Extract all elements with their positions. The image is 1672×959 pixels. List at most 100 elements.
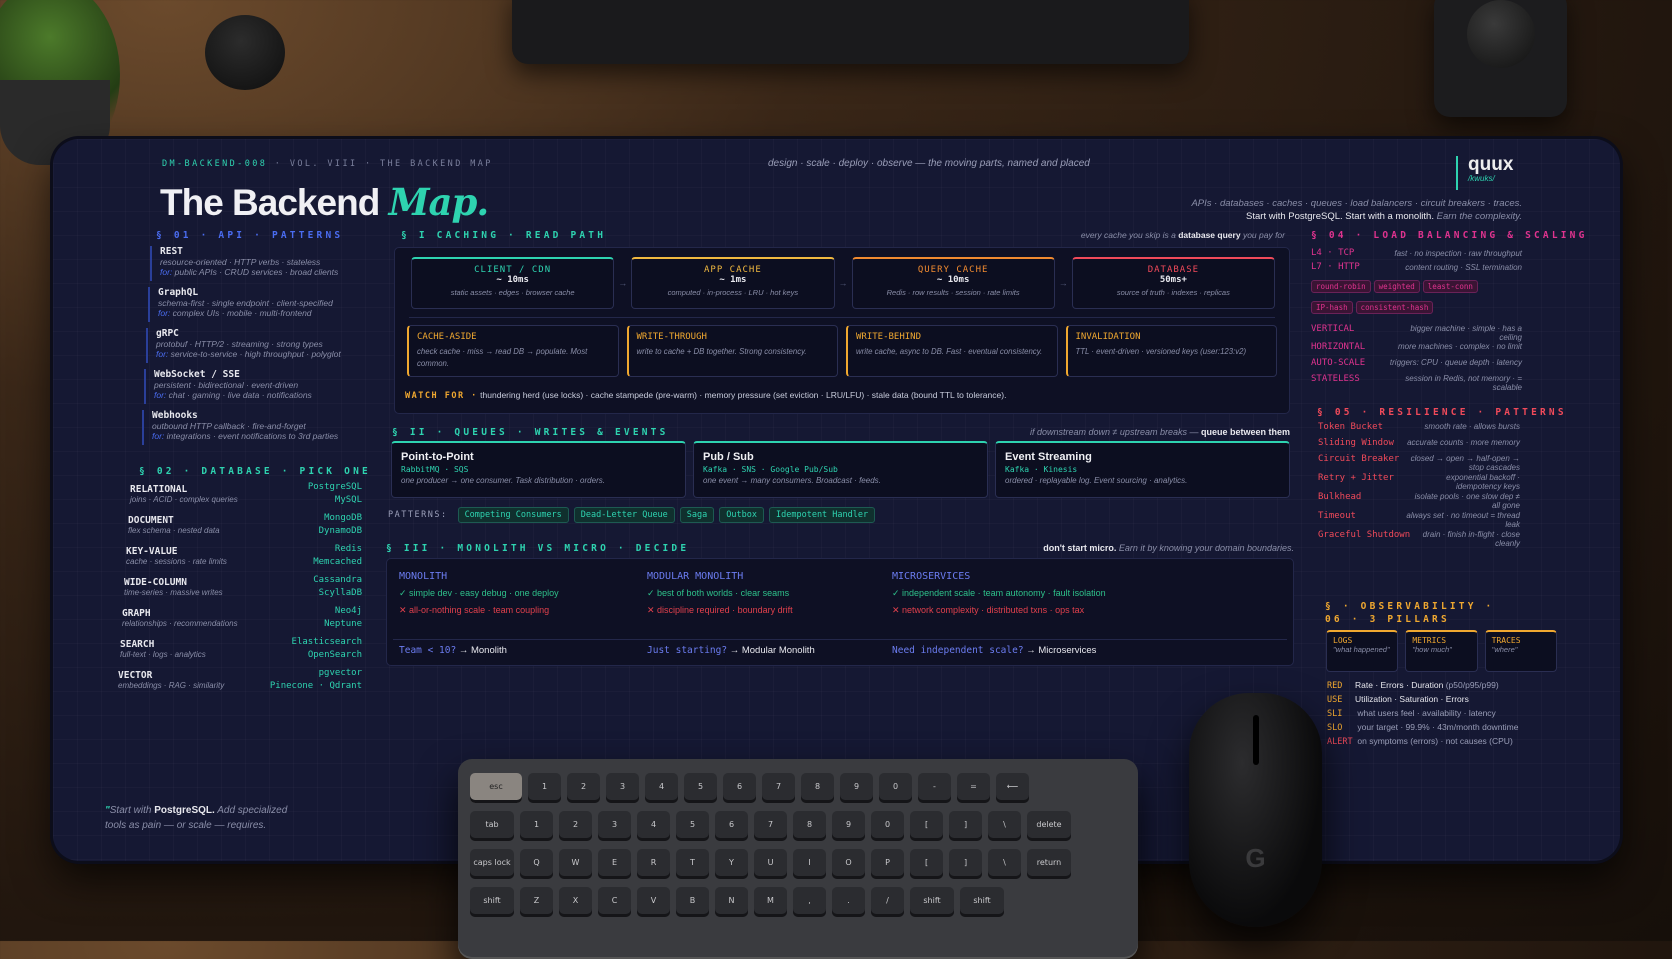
api-for: for: public APIs · CRUD services · broad… bbox=[160, 267, 380, 277]
keyboard-key: X bbox=[559, 887, 592, 917]
db-desc: relationships · recommendations bbox=[122, 619, 238, 628]
pattern-name: INVALIDATION bbox=[1075, 332, 1141, 342]
decision-question: Just starting? bbox=[647, 645, 728, 656]
queue-tech: Kafka · Kinesis bbox=[1005, 465, 1078, 474]
keyboard-key: 6 bbox=[715, 811, 748, 841]
db-tech: MongoDB bbox=[324, 513, 362, 523]
for-text: chat · gaming · live data · notification… bbox=[168, 390, 312, 400]
quote-mark: " bbox=[105, 805, 110, 816]
note-pre: every cache you skip is a bbox=[1080, 230, 1176, 240]
arch-decision: Just starting? → Modular Monolith bbox=[647, 645, 815, 656]
for-text: public APIs · CRUD services · broad clie… bbox=[174, 267, 339, 277]
for-text: complex UIs · mobile · multi-frontend bbox=[172, 308, 312, 318]
pattern-tag: Competing Consumers bbox=[457, 507, 569, 523]
api-for: for: complex UIs · mobile · multi-fronte… bbox=[158, 308, 380, 318]
tier-latency: ~ 10ms bbox=[496, 275, 529, 285]
observability-pillars: LOGS"what happened"METRICS"how much"TRAC… bbox=[1326, 630, 1557, 672]
tagline: design · scale · deploy · observe — the … bbox=[768, 158, 1090, 169]
keyboard-key: 7 bbox=[754, 811, 787, 841]
keyboard-key: Q bbox=[520, 849, 553, 879]
arch-column: MODULAR MONOLITH✓ best of both worlds · … bbox=[647, 571, 897, 661]
arch-column: MICROSERVICES✓ independent scale · team … bbox=[892, 571, 1142, 661]
arrow-icon: → bbox=[838, 278, 848, 288]
layer-desc: content routing · SSL termination bbox=[1405, 262, 1522, 272]
keyboard-key: ] bbox=[949, 811, 982, 841]
arch-column: MONOLITH✓ simple dev · easy debug · one … bbox=[399, 571, 649, 661]
db-type: GRAPH bbox=[122, 608, 151, 619]
for-label: for: bbox=[152, 431, 165, 441]
api-name: Webhooks bbox=[152, 410, 198, 421]
quote-bold: PostgreSQL. bbox=[154, 805, 215, 816]
db-tech: Memcached bbox=[313, 557, 362, 567]
keyboard-key: delete bbox=[1027, 811, 1071, 841]
keyboard-key: 8 bbox=[801, 773, 834, 803]
keyboard-key: 5 bbox=[684, 773, 717, 803]
resilience-name: Graceful Shutdown bbox=[1318, 530, 1411, 540]
keyboard-key: shift bbox=[960, 887, 1004, 917]
observability-row: SLO your target · 99.9% · 43m/month down… bbox=[1327, 722, 1567, 736]
row-key: SLO bbox=[1327, 723, 1343, 733]
pattern-desc: check cache · miss → read DB → populate.… bbox=[417, 347, 588, 368]
keyboard-key: - bbox=[918, 773, 951, 803]
db-type: WIDE-COLUMN bbox=[124, 577, 187, 588]
keyboard-key: / bbox=[871, 887, 904, 917]
api-for: for: integrations · event notifications … bbox=[152, 431, 380, 441]
queue-desc: one event → many consumers. Broadcast · … bbox=[703, 476, 881, 485]
keyboard-key: shift bbox=[910, 887, 954, 917]
tier-name: DATABASE bbox=[1147, 265, 1200, 275]
arch-name: MICROSERVICES bbox=[892, 571, 971, 582]
monitor-stand bbox=[512, 0, 1189, 64]
db-tech: PostgreSQL bbox=[307, 482, 362, 492]
row-key: USE bbox=[1327, 695, 1343, 705]
db-tech: Neo4j bbox=[334, 606, 362, 616]
keyboard-key: 2 bbox=[567, 773, 600, 803]
keyboard-key: B bbox=[676, 887, 709, 917]
keyboard-key: C bbox=[598, 887, 631, 917]
queues-heading: § II · QUEUES · WRITES & EVENTS bbox=[392, 427, 669, 438]
keyboard-key: [ bbox=[910, 811, 943, 841]
for-label: for: bbox=[160, 267, 173, 277]
pattern-desc: TTL · event-driven · versioned keys (use… bbox=[1075, 347, 1247, 356]
keyboard-key: 1 bbox=[528, 773, 561, 803]
keyboard-key: W bbox=[559, 849, 592, 879]
keyboard-key: 7 bbox=[762, 773, 795, 803]
pillar-name: METRICS bbox=[1412, 636, 1447, 645]
resilience-heading: § 05 · RESILIENCE · PATTERNS bbox=[1317, 407, 1567, 418]
brand-logo: quux/kwuks/ bbox=[1456, 155, 1513, 190]
keyboard-key: 9 bbox=[840, 773, 873, 803]
scaling-name: STATELESS bbox=[1311, 374, 1360, 384]
quote: "Start with PostgreSQL. Add specialized … bbox=[105, 803, 305, 833]
queue-tech: Kafka · SNS · Google Pub/Sub bbox=[703, 465, 838, 474]
keyboard-key: , bbox=[793, 887, 826, 917]
keyboard-key: ⟵ bbox=[996, 773, 1029, 803]
db-type: SEARCH bbox=[120, 639, 155, 650]
keyboard-key: 6 bbox=[723, 773, 756, 803]
pattern-tag: Idempotent Handler bbox=[769, 507, 876, 523]
api-heading: § 01 · API · PATTERNS bbox=[156, 230, 344, 241]
arch-con: ✕ network complexity · distributed txns … bbox=[892, 605, 1085, 615]
arch-note: don't start micro. Earn it by knowing yo… bbox=[1043, 543, 1294, 553]
resilience-desc: drain · finish in-flight · close cleanly bbox=[1422, 530, 1520, 548]
row-extra: what users feel · availability · latency bbox=[1357, 708, 1496, 718]
pillar-desc: "where" bbox=[1491, 645, 1518, 654]
algorithm-tag: least-conn bbox=[1422, 280, 1478, 293]
quote-post: Add specialized tools as pain — or scale… bbox=[105, 805, 288, 831]
keyboard-key: . bbox=[832, 887, 865, 917]
mat-code: DM-BACKEND-008 · VOL. VIII · THE BACKEND… bbox=[162, 159, 493, 169]
